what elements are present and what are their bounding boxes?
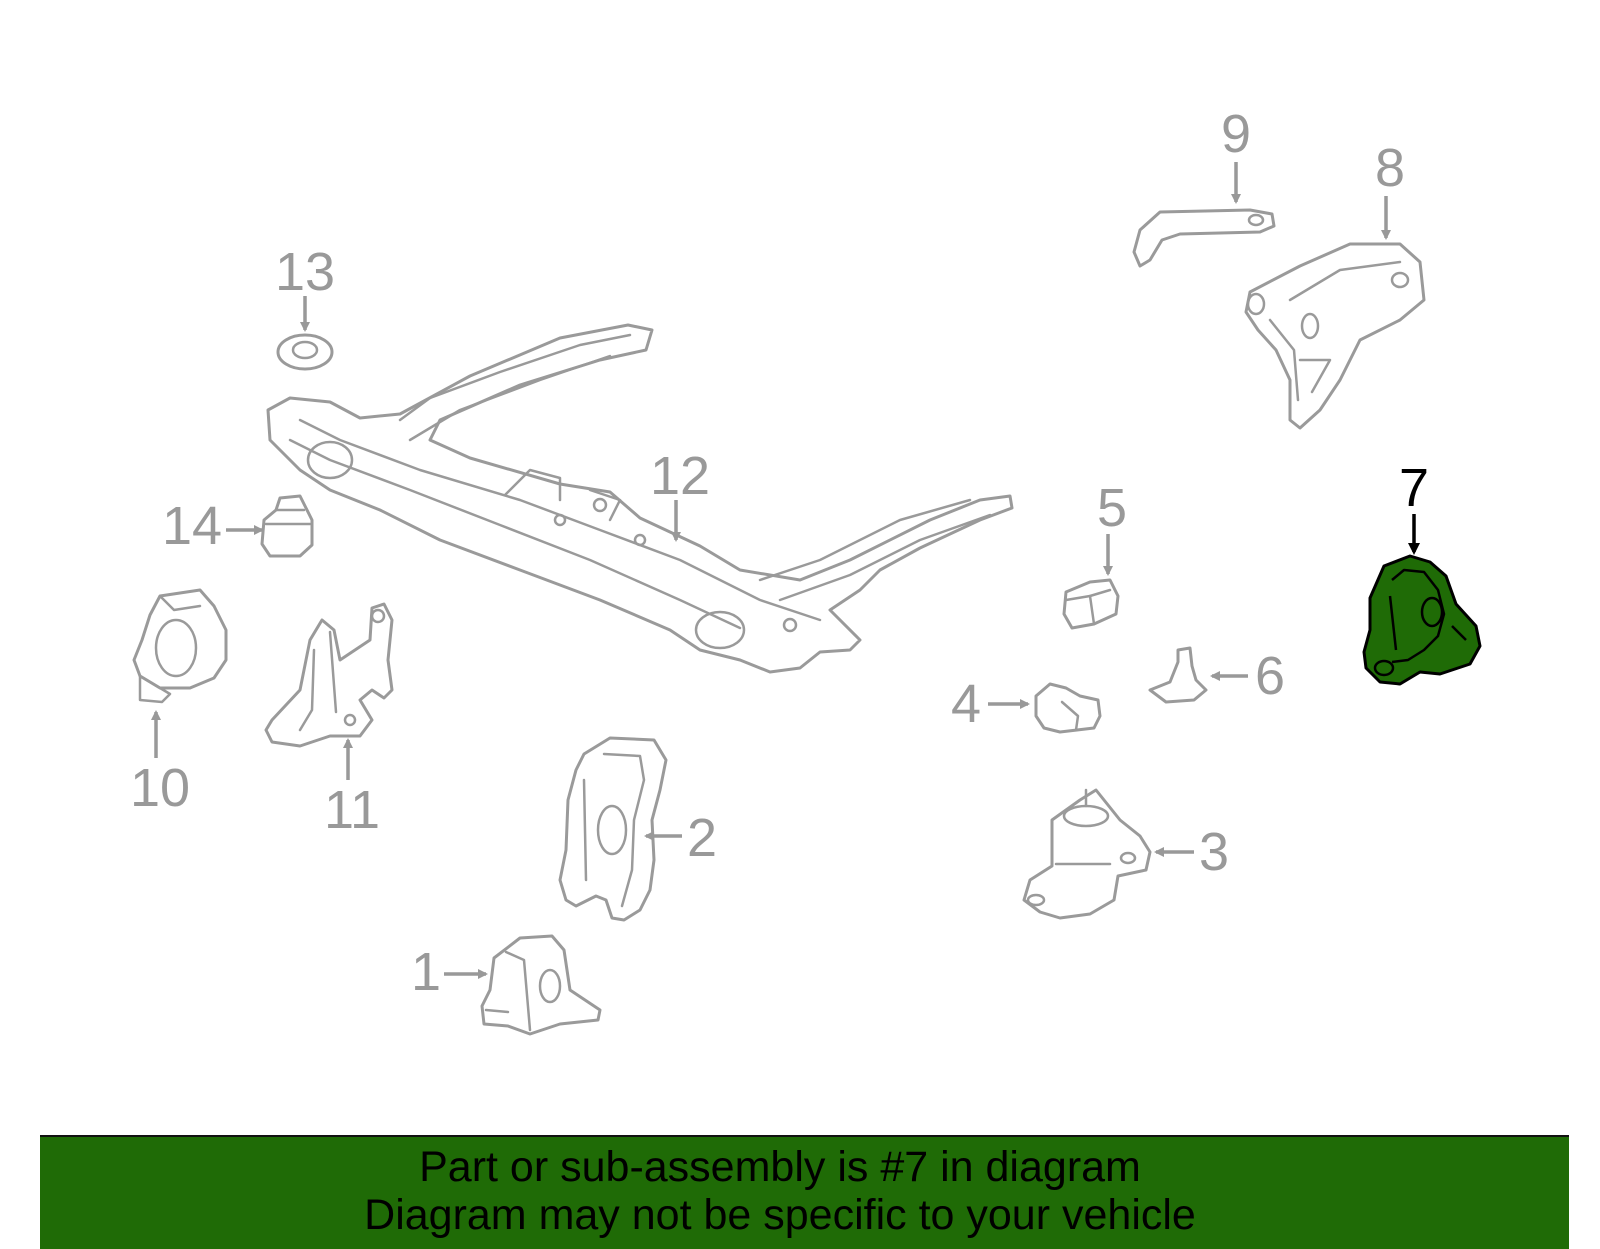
callout-5: 5 [1097,478,1127,576]
callout-10: 10 [130,710,190,818]
callout-6: 6 [1210,646,1285,706]
callout-number: 5 [1097,478,1127,538]
callout-number: 12 [650,446,710,506]
banner-line-part: Part or sub-assembly is #7 in diagram [419,1143,1141,1191]
callout-4: 4 [951,674,1030,734]
callout-7: 7 [1399,458,1429,555]
washer-part-13 [276,333,334,371]
mount-bracket-part-2 [558,736,668,922]
callout-number: 4 [951,674,981,734]
callout-number: 6 [1255,646,1285,706]
highlighted-mount-part-7 [1362,554,1482,686]
callout-8: 8 [1375,138,1405,240]
rear-mount-part-10 [132,588,228,704]
callout-number: 13 [275,242,335,302]
callout-number: 10 [130,758,190,818]
bracket-part-11 [264,602,394,748]
bracket-part-8 [1244,242,1426,430]
callout-11: 11 [324,738,380,840]
bushing-part-14 [260,494,314,558]
callout-12: 12 [650,446,710,542]
callout-2: 2 [644,808,717,868]
stopper-part-5 [1062,578,1120,630]
callout-number: 11 [324,780,380,840]
callout-number: 1 [411,942,441,1002]
subframe-part-12 [266,323,1014,674]
callout-number: 8 [1375,138,1405,198]
stopper-part-4 [1034,682,1102,734]
callout-9: 9 [1221,104,1251,204]
callout-number: 9 [1221,104,1251,164]
callout-number: 14 [162,496,222,556]
banner-line-disclaimer: Diagram may not be specific to your vehi… [364,1191,1196,1239]
callout-14: 14 [162,496,264,556]
bolt-part-6 [1148,646,1208,704]
callout-1: 1 [411,942,488,1002]
mount-part-1 [480,934,602,1036]
part-info-banner: Part or sub-assembly is #7 in diagram Di… [40,1135,1569,1249]
callout-number: 2 [687,808,717,868]
stay-part-9 [1132,208,1276,268]
callout-number: 7 [1399,458,1429,518]
callout-3: 3 [1154,822,1229,882]
callout-number: 3 [1199,822,1229,882]
callout-13: 13 [275,242,335,332]
engine-mount-part-3 [1022,788,1152,920]
